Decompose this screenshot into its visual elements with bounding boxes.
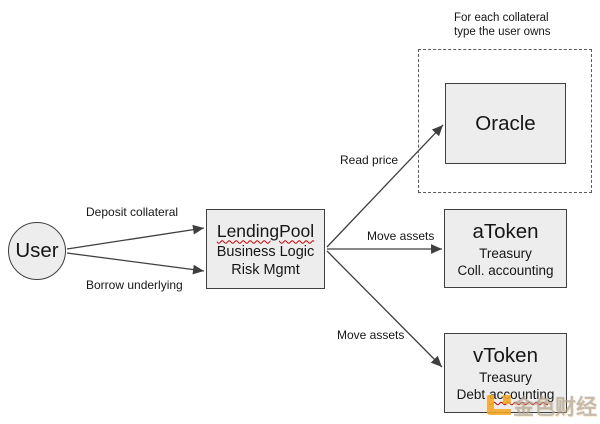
atoken-line2: Treasury (479, 245, 532, 261)
edge-borrow-arrow (66, 252, 205, 275)
atoken-title: aToken (472, 219, 539, 243)
collateral-group-note-line2: type the user owns (454, 26, 551, 38)
jinse-finance-watermark: 金色财经 (486, 390, 598, 419)
edge-label-move-assets-vtoken: Move assets (337, 328, 405, 342)
edge-label-move-assets-atoken: Move assets (367, 229, 435, 243)
edge-move-assets-vtoken-arrow (326, 250, 443, 368)
oracle-node: Oracle (445, 83, 566, 164)
edge-deposit-arrow (66, 224, 205, 250)
user-node-label: User (15, 239, 59, 262)
jinse-logo-icon (487, 395, 512, 416)
vtoken-title: vToken (473, 344, 538, 367)
watermark-brand-text: 金色财经 (513, 396, 597, 419)
lendingpool-title: LendingPool (216, 220, 315, 241)
atoken-node: aToken Treasury Coll. accounting (444, 209, 567, 288)
lendingpool-line2: Business Logic (216, 243, 315, 260)
jinse-logo-dot (503, 395, 511, 404)
collateral-group-note: For each collateral type the user owns (454, 11, 551, 39)
collateral-group-dashed-box (418, 49, 592, 193)
vtoken-line3-prefix: Debt (456, 387, 486, 402)
atoken-line3: Coll. accounting (457, 262, 554, 278)
lendingpool-node: LendingPool Business Logic Risk Mgmt (206, 209, 325, 289)
edge-read-price-arrow (326, 124, 444, 248)
collateral-group-note-line1: For each collateral (454, 12, 549, 24)
edge-label-borrow-underlying: Borrow underlying (86, 278, 183, 292)
lendingpool-line3: Risk Mgmt (231, 261, 300, 278)
oracle-node-label: Oracle (475, 111, 536, 135)
vtoken-line2: Treasury (479, 370, 532, 385)
jinse-logo-l-shape (487, 395, 511, 415)
edge-label-read-price: Read price (340, 153, 399, 167)
user-node: User (8, 222, 66, 280)
edge-label-deposit-collateral: Deposit collateral (86, 205, 179, 219)
